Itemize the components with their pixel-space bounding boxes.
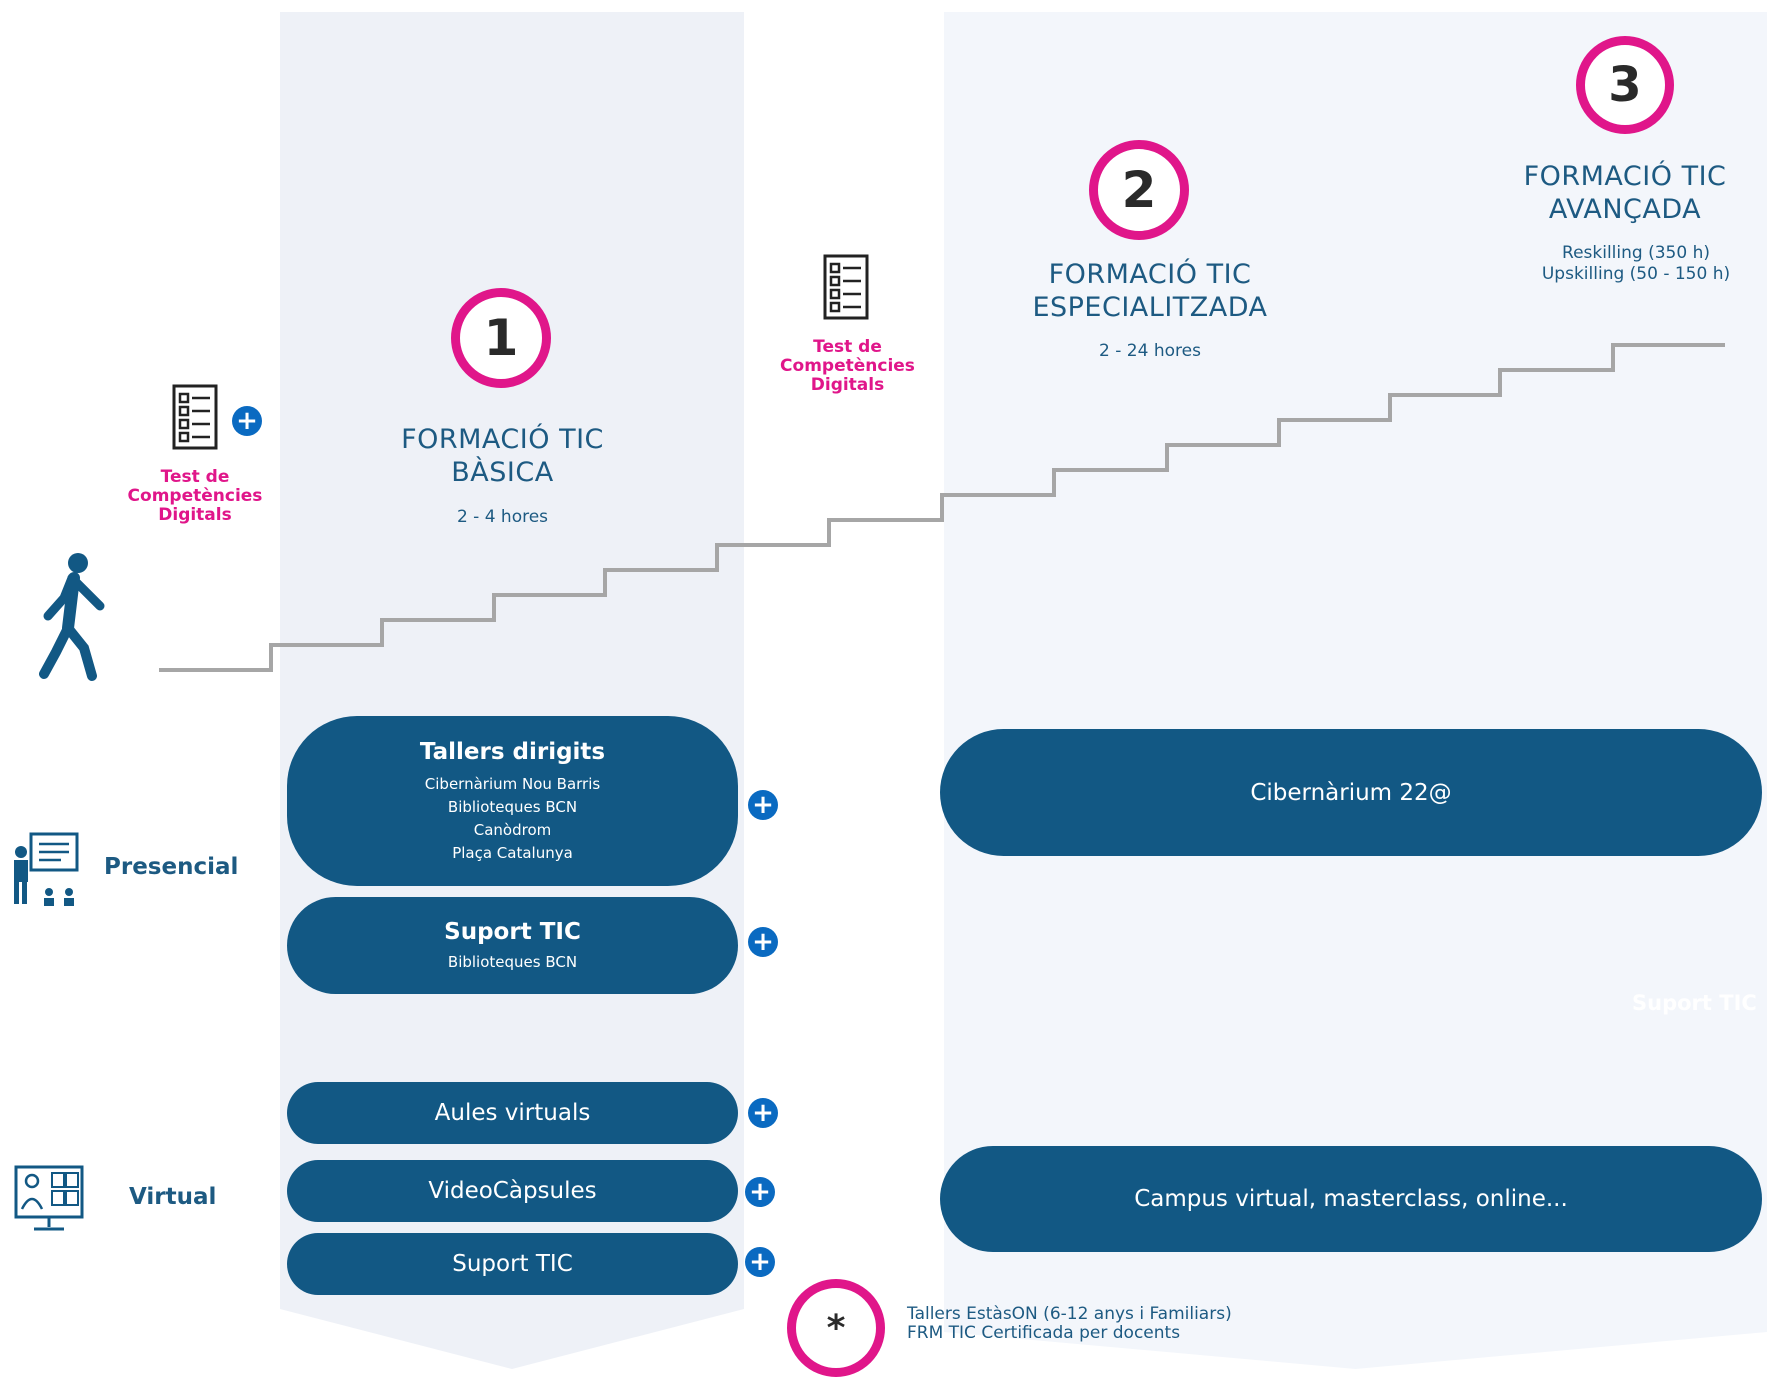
level-3-number: 3 [1576, 36, 1674, 134]
special-note-line1: Tallers EstàsON (6-12 anys i Familiars) [907, 1304, 1232, 1324]
level-3-title: FORMACIÓ TIC AVANÇADA [1490, 160, 1760, 226]
aules-virtuals-plus-button[interactable]: + [748, 1098, 778, 1128]
suport-tic-presencial-title: Suport TIC [444, 919, 581, 945]
presencial-label: Presencial [104, 854, 239, 880]
test-1-label: Test de Competències Digitals [115, 468, 275, 525]
suport-tic-presencial-plus-button[interactable]: + [748, 927, 778, 957]
aules-virtuals-label: Aules virtuals [434, 1100, 591, 1126]
level-2-duration: 2 - 24 hores [1099, 341, 1201, 361]
suport-tic-presencial-pill[interactable]: Suport TIC Biblioteques BCN [287, 897, 738, 994]
level-3-duration: Reskilling (350 h) Upskilling (50 - 150 … [1505, 243, 1767, 285]
classroom-icon [14, 832, 79, 906]
asterisk-circle-icon: * [787, 1279, 885, 1377]
checklist-icon [172, 384, 218, 450]
level-1-title: FORMACIÓ TIC BÀSICA [360, 423, 645, 489]
test-2-label: Test de Competències Digitals [765, 338, 930, 395]
suport-tic-virtual-label: Suport TIC [452, 1251, 573, 1277]
cibernarium-22-pill[interactable]: Cibernàrium 22@ [940, 729, 1762, 856]
test-1-line1: Test de [160, 467, 230, 487]
suport-tic-presencial-location: Biblioteques BCN [447, 953, 578, 971]
cibernarium-22-label: Cibernàrium 22@ [1250, 779, 1452, 806]
test-1-plus-button[interactable]: + [232, 406, 262, 436]
tallers-dirigits-location: Plaça Catalunya [452, 844, 573, 862]
hidden-suport-tic-label: Suport TIC [1632, 991, 1757, 1015]
videocapsules-pill[interactable]: VideoCàpsules [287, 1160, 738, 1222]
level-2-title-line2: ESPECIALITZADA [1032, 292, 1268, 323]
suport-tic-virtual-plus-button[interactable]: + [745, 1247, 775, 1277]
campus-virtual-pill[interactable]: Campus virtual, masterclass, online... [940, 1146, 1762, 1252]
videocapsules-label: VideoCàpsules [428, 1178, 597, 1204]
level-1-title-line2: BÀSICA [451, 457, 554, 488]
level-3-duration-line1: Reskilling (350 h) [1562, 243, 1710, 263]
tallers-dirigits-title: Tallers dirigits [419, 739, 606, 765]
test-2-line3: Digitals [810, 375, 885, 395]
level-2-number: 2 [1089, 140, 1189, 240]
suport-tic-virtual-pill[interactable]: Suport TIC [287, 1233, 738, 1295]
tallers-dirigits-pill[interactable]: Tallers dirigits Cibernàrium Nou Barris … [287, 716, 738, 886]
tallers-dirigits-location: Canòdrom [473, 821, 552, 839]
level-1-number: 1 [451, 288, 551, 388]
test-1-line2: Competències [127, 486, 263, 506]
walking-person-icon [39, 553, 105, 681]
test-1-line3: Digitals [158, 505, 232, 525]
special-note-line2: FRM TIC Certificada per docents [907, 1323, 1181, 1343]
campus-virtual-label: Campus virtual, masterclass, online... [1134, 1186, 1568, 1212]
level-3-title-line2: AVANÇADA [1548, 194, 1702, 225]
level-1-duration: 2 - 4 hores [456, 507, 549, 527]
aules-virtuals-pill[interactable]: Aules virtuals [287, 1082, 738, 1144]
level-3-title-line1: FORMACIÓ TIC [1523, 161, 1727, 192]
videocapsules-plus-button[interactable]: + [745, 1177, 775, 1207]
tallers-dirigits-location: Biblioteques BCN [447, 798, 578, 816]
level-3-duration-line2: Upskilling (50 - 150 h) [1541, 264, 1731, 284]
checklist-icon [823, 254, 869, 320]
advanced-column-background [944, 12, 1767, 1369]
tallers-dirigits-plus-button[interactable]: + [748, 790, 778, 820]
test-2-line1: Test de [813, 337, 882, 357]
special-note: Tallers EstàsON (6-12 anys i Familiars) … [907, 1305, 1327, 1343]
test-2-line2: Competències [780, 356, 915, 376]
virtual-label: Virtual [129, 1184, 217, 1210]
level-2-title-line1: FORMACIÓ TIC [1048, 259, 1252, 290]
level-1-title-line1: FORMACIÓ TIC [401, 424, 604, 455]
level-2-title: FORMACIÓ TIC ESPECIALITZADA [995, 258, 1305, 324]
virtual-classroom-icon [14, 1165, 84, 1231]
tallers-dirigits-location: Cibernàrium Nou Barris [424, 775, 601, 793]
